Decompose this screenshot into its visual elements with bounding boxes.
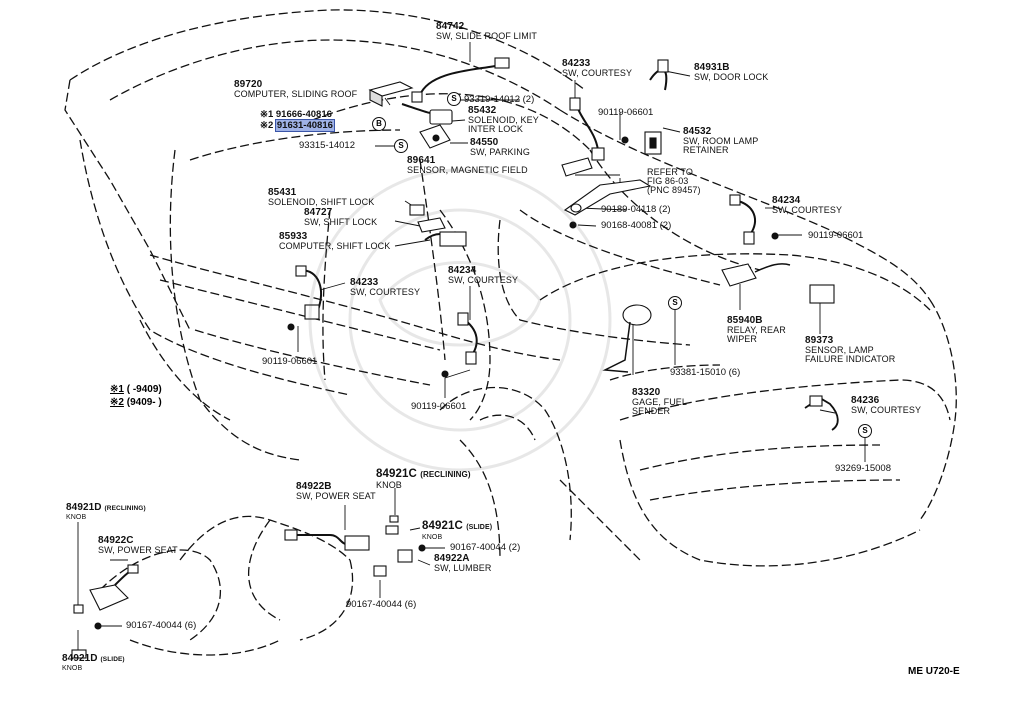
callout-s-93315: S bbox=[394, 139, 408, 153]
part-93269: 93269-15008 bbox=[835, 463, 891, 474]
part-90119-center: 90119-06601 bbox=[411, 401, 467, 412]
part-90119-left: 90119-06601 bbox=[262, 356, 318, 367]
label-refer-fig: REFER TO FIG 86-03 (PNC 89457) bbox=[647, 167, 701, 195]
label-84921C-reclining: 84921C (RECLINING)KNOB bbox=[376, 468, 471, 490]
note-2: ※2 (9409- ) bbox=[110, 397, 162, 408]
label-84921D-reclining: 84921D (RECLINING)KNOB bbox=[66, 502, 146, 522]
part-91631-highlight[interactable]: 91631-40816 bbox=[274, 119, 335, 132]
part-90167-6-center: 90167-40044 (6) bbox=[346, 599, 417, 610]
part-90119-right: 90119-06601 bbox=[808, 230, 864, 241]
callout-b: B bbox=[372, 117, 386, 131]
callout-s-93269: S bbox=[858, 424, 872, 438]
part-90168: 90168-40081 (2) bbox=[601, 220, 672, 231]
part-90167-6-left: 90167-40044 (6) bbox=[126, 620, 197, 631]
label-84921C-slide: 84921C (SLIDE)KNOB bbox=[422, 520, 493, 541]
car-body-outline bbox=[64, 9, 957, 656]
callout-s-93381: S bbox=[668, 296, 682, 310]
diagram-code: ME U720-E bbox=[908, 666, 960, 677]
part-90167-2: 90167-40044 (2) bbox=[450, 542, 521, 553]
part-90119-top: 90119-06601 bbox=[598, 107, 654, 118]
watermark-seal bbox=[308, 168, 612, 472]
part-91666: ※1 91666-40816 bbox=[260, 109, 332, 120]
parts bbox=[71, 57, 839, 659]
part-93319: 93319-14012 (2) bbox=[464, 94, 535, 105]
part-93381: 93381-15010 (6) bbox=[670, 367, 741, 378]
label-84921D-slide: 84921D (SLIDE)KNOB bbox=[62, 653, 125, 673]
part-93315: 93315-14012 bbox=[299, 140, 355, 151]
note-1: ※1 ( -9409) bbox=[110, 384, 162, 395]
part-91631[interactable]: ※2 91631-40816 bbox=[260, 119, 335, 132]
part-90189: 90189-04118 (2) bbox=[601, 204, 671, 215]
callout-s-93319: S bbox=[447, 92, 461, 106]
